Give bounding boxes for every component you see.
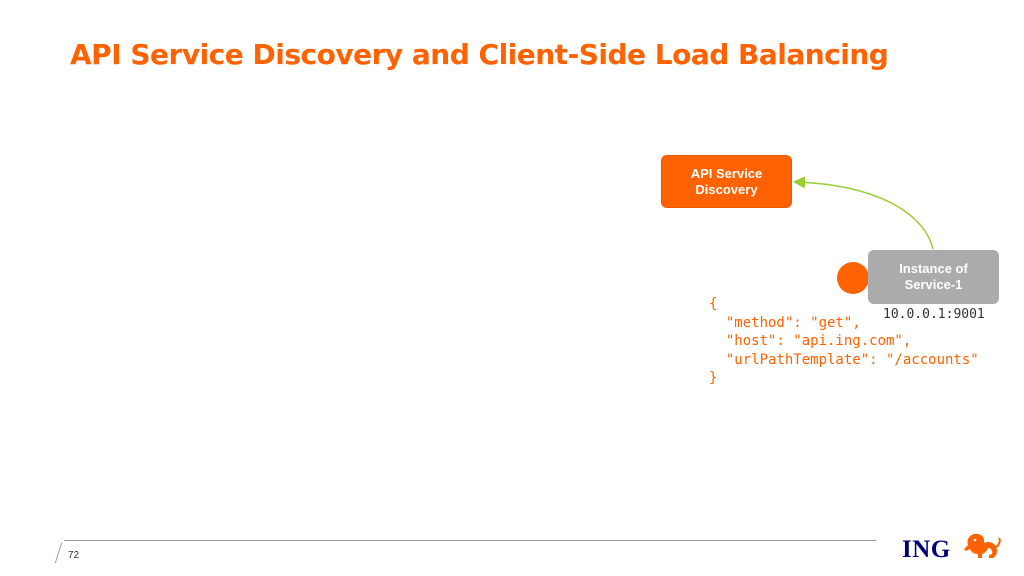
footer-divider — [64, 540, 876, 541]
request-json-line: "urlPathTemplate": "/accounts" — [709, 351, 979, 368]
request-json: { "method": "get", "host": "api.ing.com"… — [709, 295, 979, 388]
request-json-line: "method": "get", — [709, 314, 861, 331]
page-number: 72 — [68, 550, 80, 561]
request-json-line: "host": "api.ing.com", — [709, 333, 912, 349]
ing-lion-logo-icon — [964, 533, 1001, 558]
slide-title: API Service Discovery and Client-Side Lo… — [70, 38, 889, 71]
request-json-line: } — [709, 370, 718, 386]
client-request-dot — [837, 262, 869, 294]
request-json-line: { — [709, 296, 718, 312]
api-service-discovery-box: API Service Discovery — [661, 155, 792, 208]
instance-address: 10.0.0.1:9001 — [883, 307, 985, 322]
ing-logo-text: ING — [902, 536, 951, 563]
service-instance-box: Instance of Service-1 — [868, 250, 999, 304]
